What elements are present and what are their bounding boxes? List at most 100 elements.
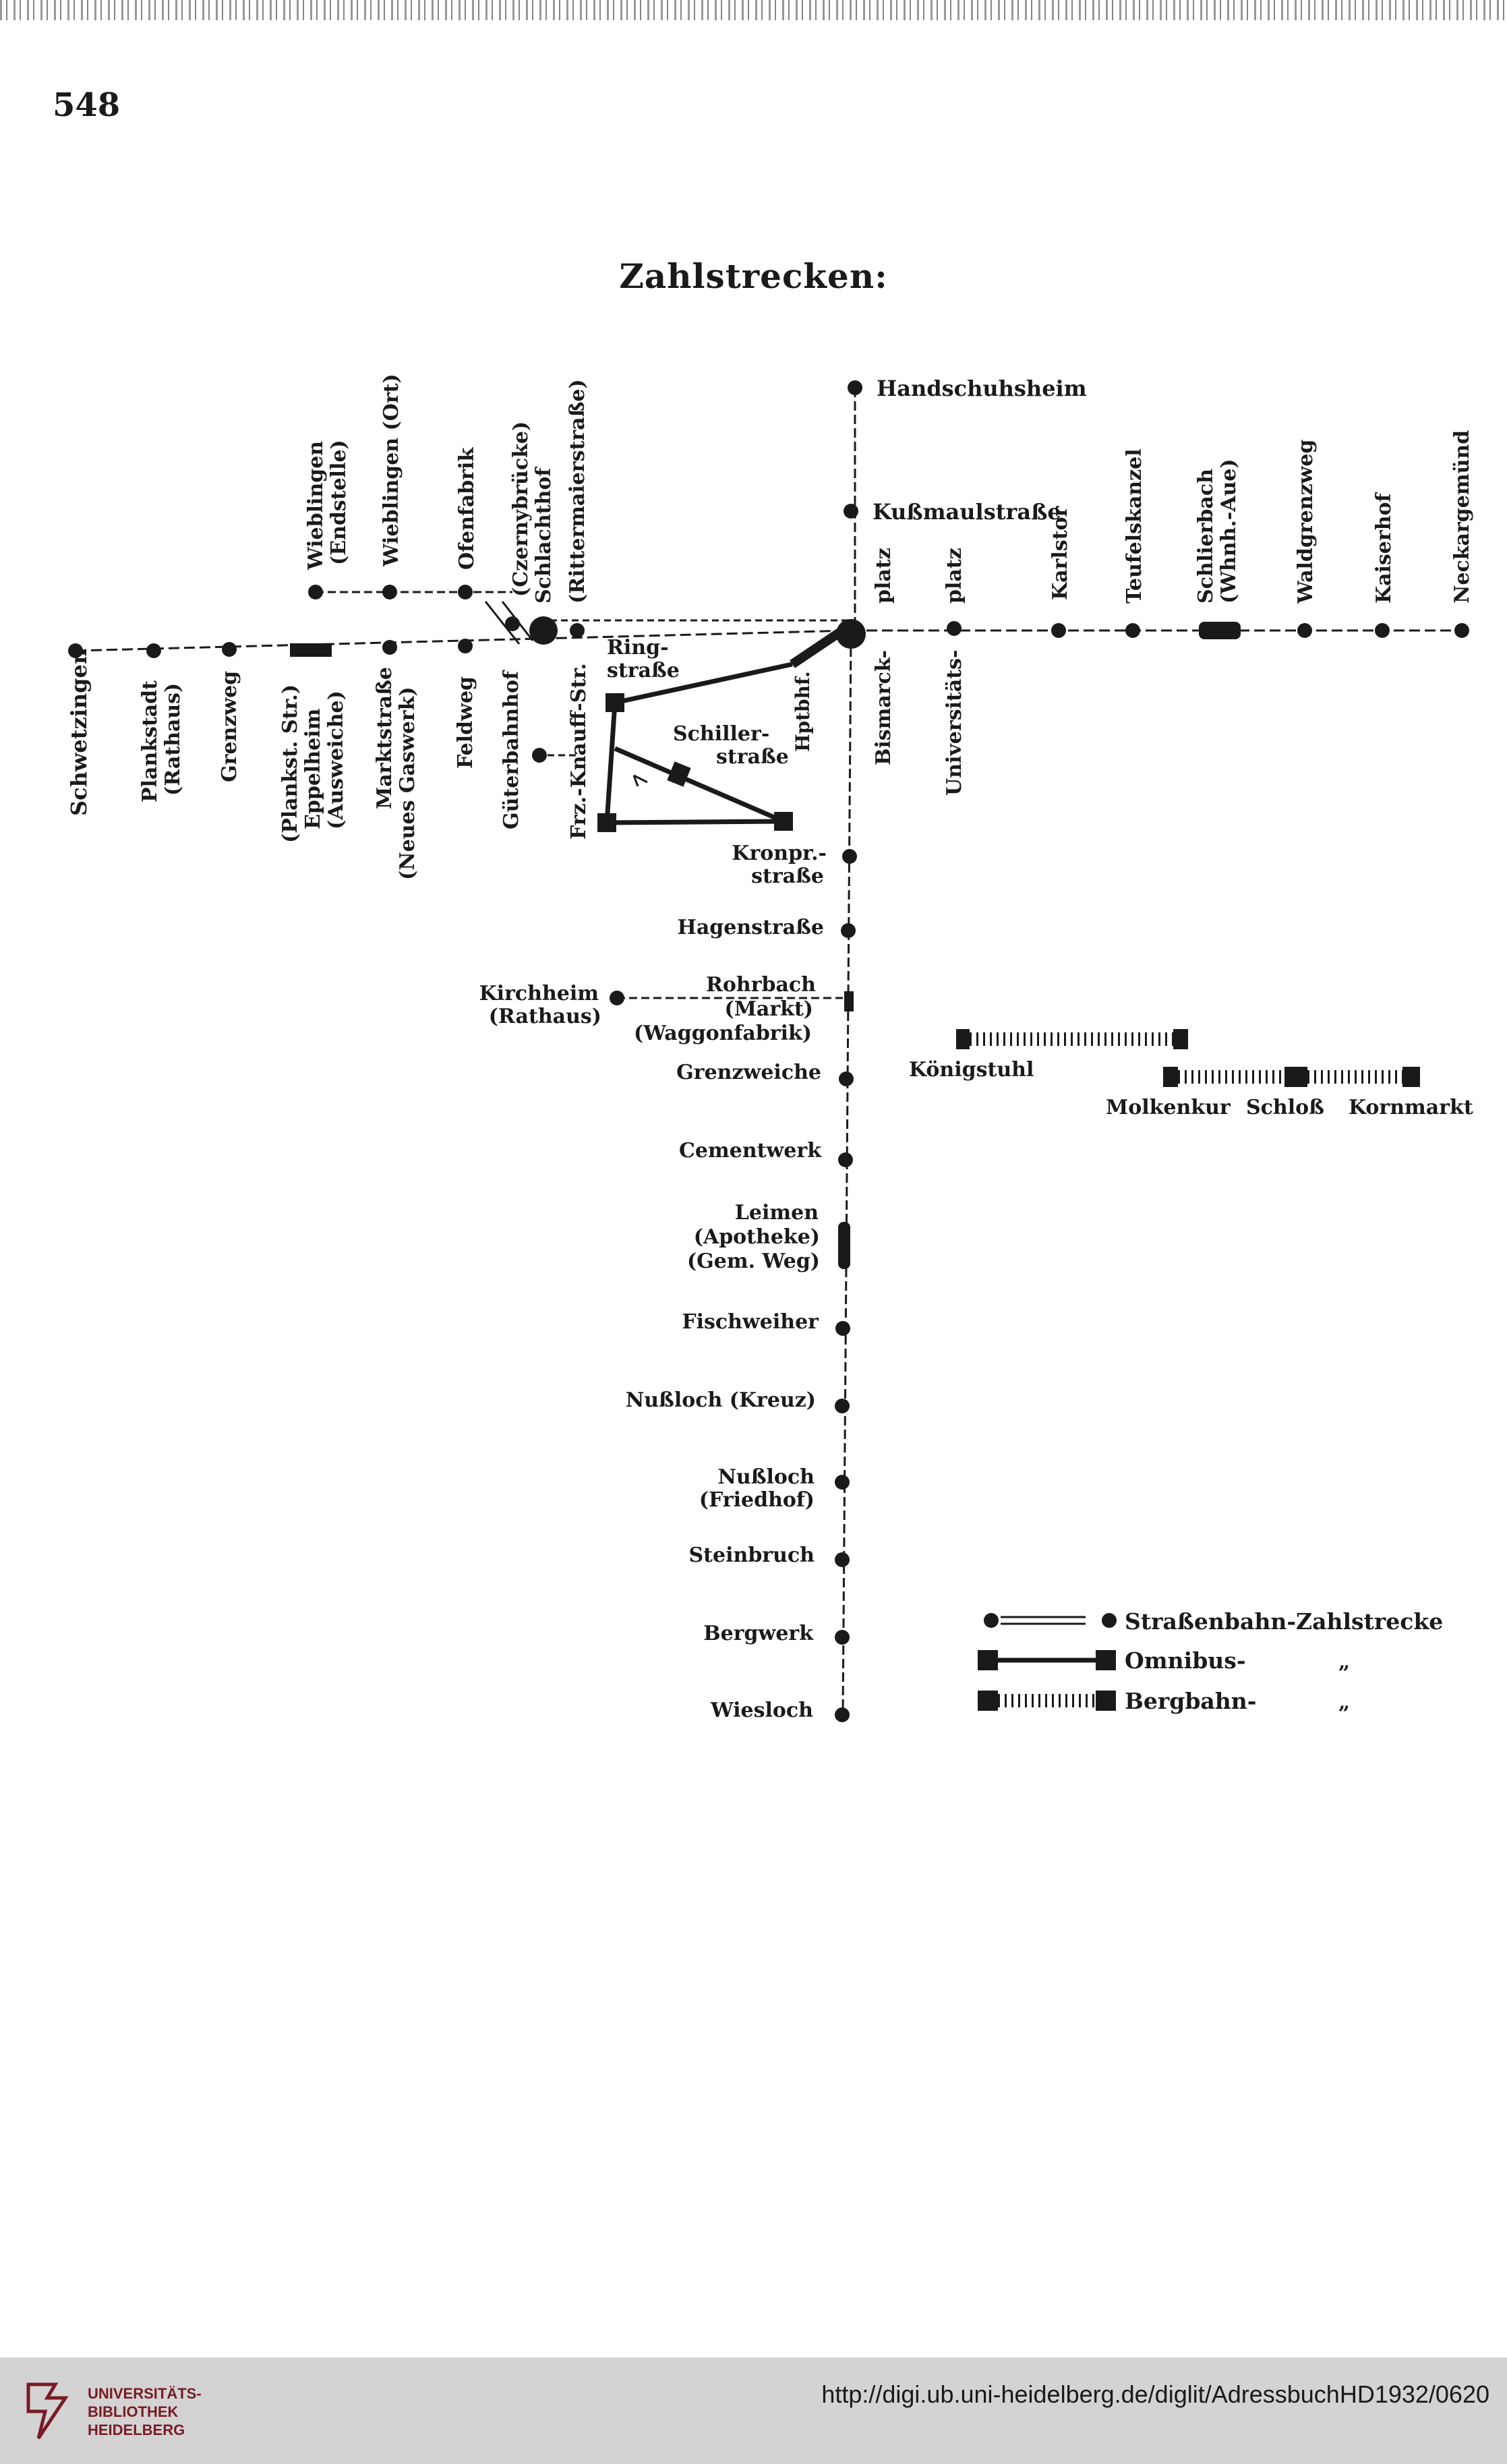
stop-eppelheim <box>290 643 332 657</box>
label-wiesloch: Wiesloch <box>710 1699 813 1722</box>
legend-symbol-bus <box>978 1650 1116 1670</box>
stop-schwetzingen <box>68 643 83 658</box>
label-marktstrasse-1: Marktstraße <box>373 667 396 809</box>
tram-line-west-connector <box>484 601 521 645</box>
page-number: 548 <box>53 86 121 124</box>
stop-steinbruch <box>835 1552 850 1567</box>
label-ofenfabrik: Ofenfabrik <box>455 447 479 570</box>
label-koenigstuhl: Königstuhl <box>909 1058 1034 1082</box>
label-schlierbach-2: (Whnh.-Aue) <box>1217 459 1241 604</box>
label-nussloch-friedhof-2: (Friedhof) <box>699 1488 815 1512</box>
label-plankstadt-2: (Rathaus) <box>161 683 185 796</box>
legend-ditto-mountain: „ <box>1338 1691 1351 1714</box>
label-hbf: Hptbhf. <box>792 671 814 752</box>
label-wieblingen-end-2: (Endstelle) <box>327 440 351 565</box>
stop-marktstrasse <box>382 640 397 655</box>
direction-arrow <box>632 774 648 787</box>
label-wieblingen-end-1: Wieblingen <box>304 441 328 570</box>
library-name[interactable]: UNIVERSITÄTS- BIBLIOTHEK HEIDELBERG <box>88 2385 202 2438</box>
legend-symbol-mountain <box>978 1691 1116 1711</box>
label-marktstrasse-2: (Neues Gaswerk) <box>396 686 419 880</box>
label-kornmarkt: Kornmarkt <box>1349 1096 1473 1119</box>
label-universitaets: Universitäts- <box>943 650 966 796</box>
label-kronprinz-2: straße <box>751 864 824 888</box>
bus-line-diagonal <box>614 746 785 824</box>
label-gueterbahnhof: Güterbahnhof <box>500 670 523 829</box>
label-leimen-3: (Gem. Weg) <box>687 1250 820 1273</box>
stop-wiesloch <box>835 1707 850 1722</box>
bus-stop-schiller <box>667 761 691 787</box>
stop-ofenfabrik <box>458 585 473 599</box>
stop-karlstor <box>1051 623 1066 638</box>
bus-line-hbf <box>790 628 842 668</box>
bus-stop-kronprinz <box>774 812 793 831</box>
label-ring-1: Ring- <box>607 636 669 659</box>
bus-stop-knauff <box>597 813 616 832</box>
label-schwetzingen: Schwetzingen <box>66 649 92 816</box>
footer-bar: UNIVERSITÄTS- BIBLIOTHEK HEIDELBERG http… <box>0 2357 1507 2464</box>
stop-rittermaierstrasse <box>570 623 585 638</box>
label-grenzweiche: Grenzweiche <box>676 1061 821 1084</box>
legend-symbol-tram <box>984 1613 1117 1628</box>
label-bergwerk: Bergwerk <box>703 1622 814 1645</box>
label-eppelheim-1: (Plankst. Str.) <box>278 684 302 843</box>
legend-label-tram: Straßenbahn-Zahlstrecke <box>1125 1608 1444 1635</box>
stop-teufelskanzel <box>1125 623 1140 638</box>
stop-schlachthof <box>529 616 558 645</box>
stop-neckargemuend <box>1454 623 1469 638</box>
label-knauff: Frz.-Knauff-Str. <box>567 663 591 840</box>
legend: Straßenbahn-Zahlstrecke Omnibus- „ Bergb… <box>971 1602 1483 1736</box>
stop-fischweiher <box>835 1321 850 1336</box>
label-leimen-1: Leimen <box>735 1201 819 1225</box>
stop-rohrbach <box>844 991 854 1011</box>
bus-line-ring <box>614 662 793 705</box>
stop-bismarckplatz <box>836 619 866 649</box>
label-wieblingen-ort: Wieblingen (Ort) <box>380 374 403 567</box>
label-feldweg: Feldweg <box>454 676 477 769</box>
label-universitaets-platz: platz <box>943 548 966 604</box>
label-karlstor: Karlstor <box>1048 506 1072 600</box>
stop-wieblingen-ort <box>382 585 397 599</box>
label-kussmaulstrasse: Kußmaulstraße <box>873 499 1061 525</box>
label-bismarck-platz: platz <box>872 548 895 604</box>
stop-cementwerk <box>838 1152 853 1167</box>
label-schlachthof-1: (Czernybrücke) <box>509 421 533 597</box>
label-eppelheim-3: (Ausweiche) <box>324 691 348 829</box>
stop-grenzweiche <box>839 1072 854 1086</box>
library-logo-icon[interactable] <box>15 2378 80 2442</box>
label-cementwerk: Cementwerk <box>679 1139 822 1163</box>
scan-edge <box>0 0 1507 20</box>
legend-row-tram: Straßenbahn-Zahlstrecke <box>971 1602 1483 1642</box>
label-hagenstrasse: Hagenstraße <box>677 916 824 939</box>
source-url-link[interactable]: http://digi.ub.uni-heidelberg.de/diglit/… <box>821 2380 1489 2408</box>
label-schloss: Schloß <box>1246 1096 1324 1119</box>
mountain-railway-lower <box>1163 1067 1420 1087</box>
stop-gueterbahnhof-lower <box>532 748 547 763</box>
label-rohrbach-2: (Markt) <box>725 997 813 1021</box>
label-kaiserhof: Kaiserhof <box>1372 492 1396 604</box>
label-handschuhsheim: Handschuhsheim <box>877 376 1087 401</box>
label-kirchheim-1: Kirchheim <box>479 982 599 1005</box>
label-waldgrenzweg: Waldgrenzweg <box>1294 439 1318 604</box>
label-neckargemuend: Neckargemünd <box>1450 430 1474 604</box>
legend-label-bus: Omnibus- <box>1125 1647 1246 1674</box>
stop-kussmaulstrasse <box>844 504 858 519</box>
bus-stop-ring <box>605 693 624 712</box>
label-kronprinz-1: Kronpr.- <box>732 842 827 865</box>
stop-gueterbahnhof <box>505 616 520 631</box>
legend-row-bus: Omnibus- „ <box>971 1641 1483 1681</box>
legend-row-mountain: Bergbahn- „ <box>971 1681 1483 1722</box>
stop-hagenstrasse <box>841 923 856 938</box>
stop-kirchheim <box>610 991 624 1005</box>
stop-handschuhsheim <box>848 380 862 395</box>
label-rohrbach-3: (Waggonfabrik) <box>634 1022 812 1045</box>
label-rittermaier: (Rittermaierstraße) <box>566 379 589 604</box>
stop-bergwerk <box>835 1630 850 1645</box>
label-nussloch-kreuz: Nußloch (Kreuz) <box>626 1388 816 1412</box>
legend-ditto-bus: „ <box>1338 1650 1351 1674</box>
stop-nussloch-friedhof <box>835 1475 850 1490</box>
stop-universitaetsplatz <box>947 621 962 636</box>
label-schlachthof-2: Schlachthof <box>532 467 556 604</box>
label-schlierbach-1: Schlierbach <box>1194 469 1218 604</box>
label-ring-2: straße <box>607 659 680 682</box>
